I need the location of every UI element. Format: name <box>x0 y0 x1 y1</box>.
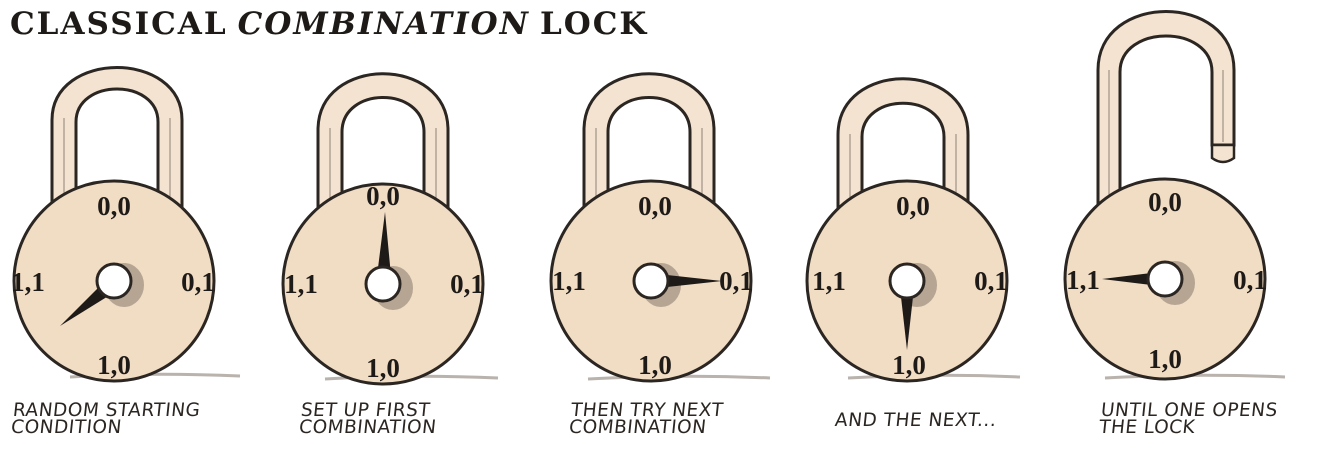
dial-label-bottom: 1,0 <box>366 353 400 383</box>
dial-label-bottom: 1,0 <box>892 350 926 380</box>
dial-label-top: 0,0 <box>1148 187 1182 217</box>
lock-2: 0,0 0,1 1,0 1,1 <box>283 74 498 384</box>
dial-hub <box>366 267 400 301</box>
caption-lock-2: SET UP FIRST COMBINATION <box>298 402 439 436</box>
lock-1: 0,0 0,1 1,0 1,1 <box>11 68 240 382</box>
caption-line-2: COMBINATION <box>568 419 722 436</box>
caption-line-2: CONDITION <box>10 419 199 436</box>
caption-lock-1: RANDOM STARTING CONDITION <box>10 402 201 436</box>
dial-label-right: 0,1 <box>974 266 1008 296</box>
caption-line-2: COMBINATION <box>298 419 437 436</box>
dial-label-left: 1,1 <box>812 266 846 296</box>
caption-lock-4: AND THE NEXT... <box>834 412 997 429</box>
lock-5: 0,0 0,1 1,0 1,1 <box>1065 12 1285 380</box>
dial-hub <box>634 264 668 298</box>
dial-label-left: 1,1 <box>284 269 318 299</box>
dial-label-left: 1,1 <box>1066 265 1100 295</box>
dial-label-left: 1,1 <box>552 266 586 296</box>
dial-hub <box>890 264 924 298</box>
dial-label-top: 0,0 <box>896 191 930 221</box>
dial-label-right: 0,1 <box>1233 265 1267 295</box>
dial-hub <box>97 264 131 298</box>
shackle-tip <box>1212 145 1234 162</box>
dial-hub <box>1148 262 1182 296</box>
caption-lock-5: UNTIL ONE OPENS THE LOCK <box>1098 402 1278 436</box>
dial-label-bottom: 1,0 <box>1148 344 1182 374</box>
dial-label-top: 0,0 <box>97 191 131 221</box>
dial-label-bottom: 1,0 <box>97 350 131 380</box>
dial-label-right: 0,1 <box>450 269 484 299</box>
dial-label-left: 1,1 <box>11 267 45 297</box>
dial-label-right: 0,1 <box>719 266 753 296</box>
caption-lock-3: THEN TRY NEXT COMBINATION <box>568 402 724 436</box>
dial-label-top: 0,0 <box>638 191 672 221</box>
dial-label-bottom: 1,0 <box>638 350 672 380</box>
caption-line-1: AND THE NEXT... <box>834 412 997 429</box>
dial-label-right: 0,1 <box>181 267 215 297</box>
lock-3: 0,0 0,1 1,0 1,1 <box>551 74 770 381</box>
dial-label-top: 0,0 <box>366 181 400 211</box>
caption-line-2: THE LOCK <box>1098 419 1277 436</box>
lock-4: 0,0 0,1 1,0 1,1 <box>807 79 1020 381</box>
